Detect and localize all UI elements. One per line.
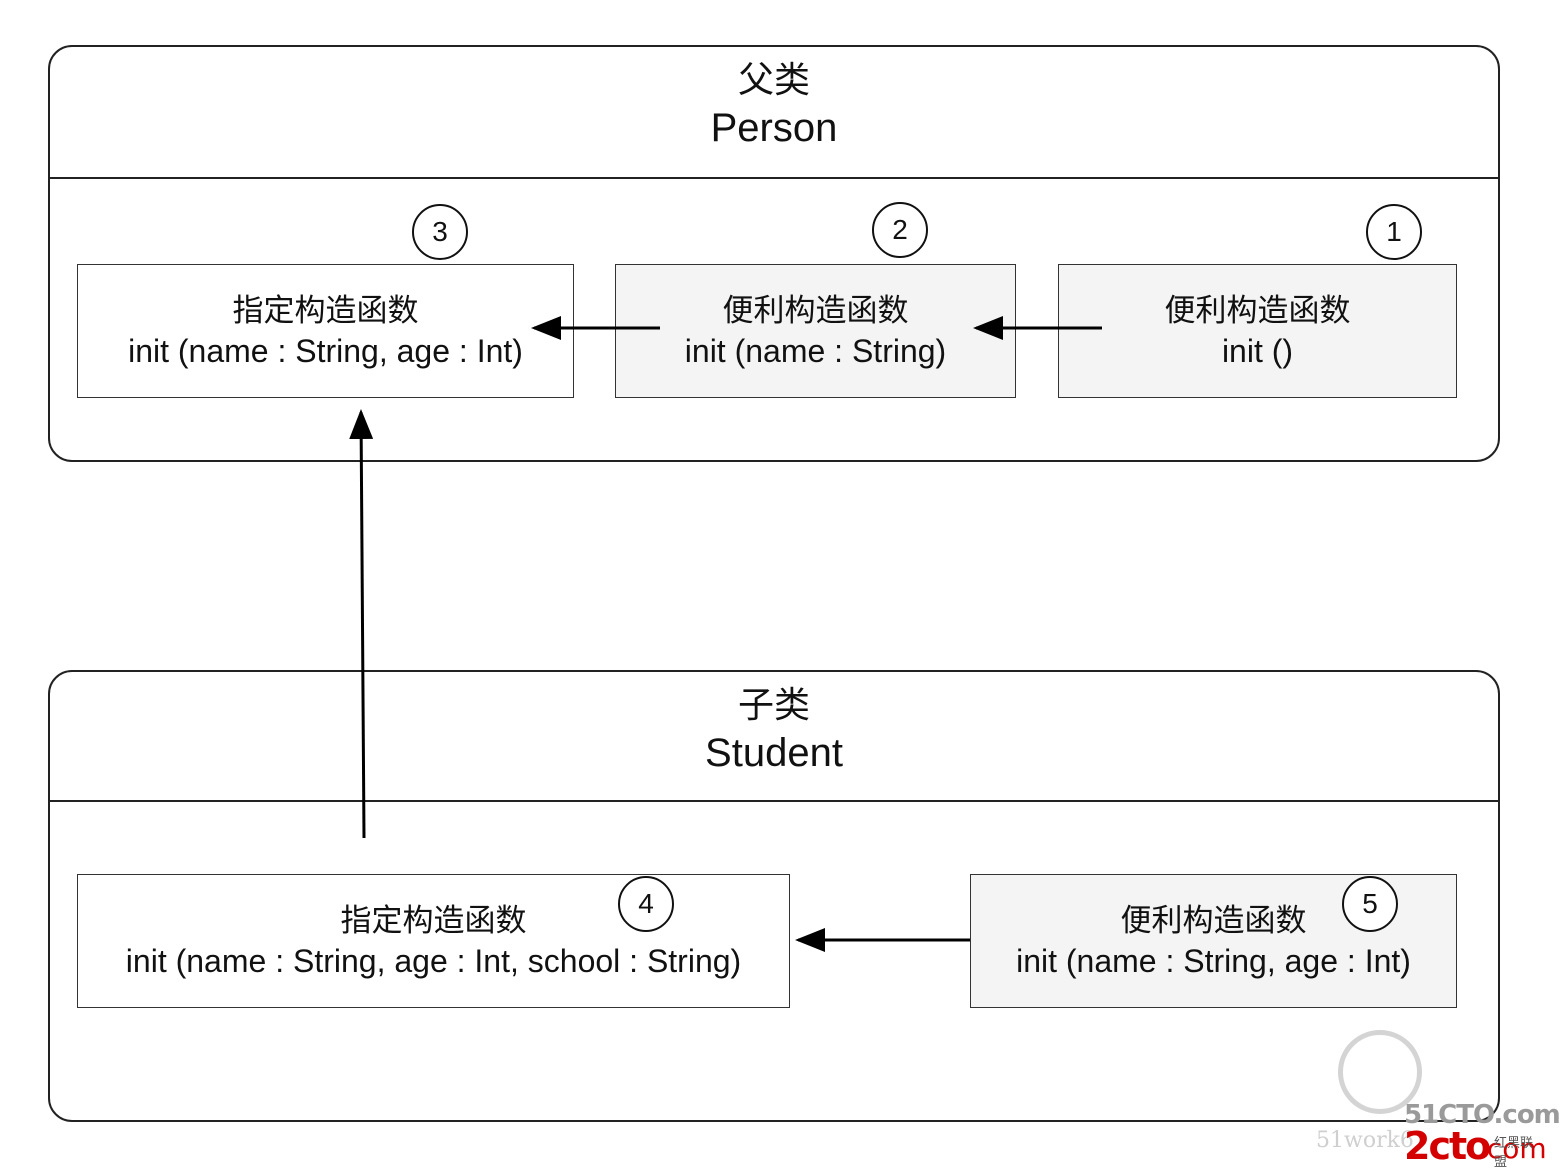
- ctor-kind-label: 便利构造函数: [1164, 293, 1351, 329]
- watermark-com-text: .com: [1478, 1132, 1547, 1165]
- ctor-signature: init (name : String, age : Int, school :…: [125, 943, 742, 979]
- child-class-kind: 子类: [737, 685, 810, 726]
- child-class-name: Student: [705, 731, 843, 775]
- parent-class-header: 父类 Person: [50, 47, 1498, 179]
- watermark-site-text: 51work6: [1316, 1128, 1414, 1153]
- watermark-51cto-text: 51CTO.com: [1404, 1100, 1560, 1130]
- watermark-logo: [1338, 1030, 1422, 1114]
- ctor-kind-label: 便利构造函数: [722, 293, 909, 329]
- person-convenience-init-empty: 便利构造函数 init (): [1058, 264, 1457, 398]
- child-class-header: 子类 Student: [50, 672, 1498, 802]
- ctor-kind-label: 便利构造函数: [1120, 903, 1307, 939]
- ctor-kind-label: 指定构造函数: [232, 293, 419, 329]
- parent-class-name: Person: [710, 106, 838, 150]
- ctor-signature: init (name : String, age : Int): [128, 333, 523, 369]
- step-badge-1: 1: [1366, 204, 1422, 260]
- arrow-4-to-3: [349, 409, 374, 839]
- ctor-kind-label: 指定构造函数: [340, 903, 527, 939]
- ctor-signature: init (): [1221, 333, 1294, 369]
- ctor-signature: init (name : String, age : Int): [1016, 943, 1411, 979]
- step-badge-2: 2: [872, 202, 928, 258]
- ctor-signature: init (name : String): [684, 333, 947, 369]
- watermark-2cto-text: 2cto: [1404, 1124, 1491, 1168]
- step-badge-4: 4: [618, 876, 674, 932]
- person-designated-init: 指定构造函数 init (name : String, age : Int): [77, 264, 574, 398]
- step-badge-3: 3: [412, 204, 468, 260]
- watermark-alliance-text: 红黑联盟: [1494, 1136, 1534, 1170]
- step-badge-5: 5: [1342, 876, 1398, 932]
- parent-class-kind: 父类: [737, 60, 810, 101]
- person-convenience-init-name: 便利构造函数 init (name : String): [615, 264, 1016, 398]
